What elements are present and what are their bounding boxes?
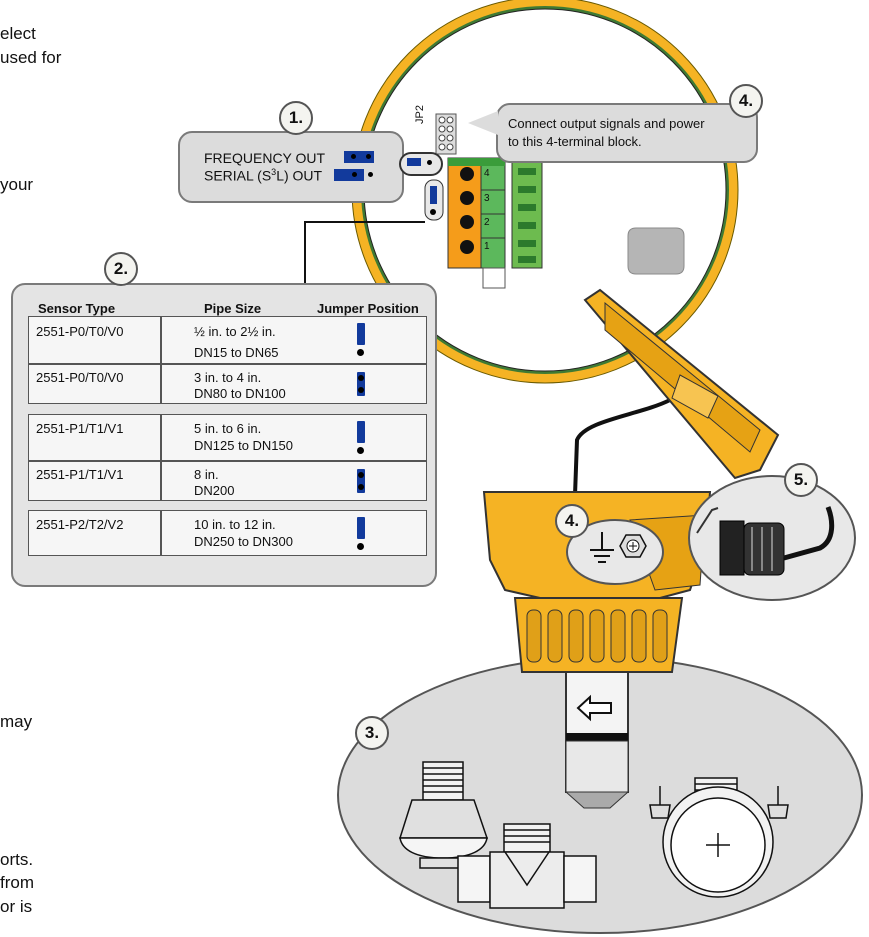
terminal-note-line2: to this 4-terminal block. [508,134,642,149]
terminal-note-line1: Connect output signals and power [508,116,705,131]
fitting-cone [398,761,489,869]
flow-arrow [576,694,612,722]
output-mode-callout [178,131,404,203]
sensor-type-cell: 2551-P2/T2/V2 [36,517,124,532]
sensor-type-cell: 2551-P0/T0/V0 [36,370,124,385]
pipe-size-dn-cell: DN80 to DN100 [194,386,286,401]
terminal-note-callout [496,103,758,163]
sensor-type-cell: 2551-P1/T1/V1 [36,421,124,436]
pipe-size-inches-cell: 8 in. [194,467,219,482]
jumper-position-icon [357,323,365,345]
callout-badge-4-top: 4. [729,84,763,118]
col-header-pipe-size: Pipe Size [204,301,262,316]
jumper-position-icon [357,517,365,539]
left-text-fragment: elect [0,24,36,43]
pipe-size-inches-cell: 5 in. to 6 in. [194,421,262,436]
jp2-label: JP2 [414,105,426,124]
cable-gland [719,520,745,576]
pipe-size-inches-cell: ½ in. to 2½ in. [194,324,276,339]
left-text-fragment: may [0,712,33,731]
cable-wire [783,506,835,561]
col-header-jumper-position: Jumper Position [317,301,419,316]
sensor-type-cell: 2551-P1/T1/V1 [36,467,124,482]
left-text-fragment: your [0,175,34,194]
jumper-position-icon [357,469,365,493]
sensor-type-cell: 2551-P0/T0/V0 [36,324,124,339]
terminal-board-green [480,157,506,269]
terminal-number: 1 [484,241,490,252]
pipe-size-inches-cell: 10 in. to 12 in. [194,517,276,532]
ground-symbol-icon [590,532,614,563]
fitting-clamp [649,777,789,898]
pipe-size-dn-cell: DN125 to DN150 [194,438,293,453]
pipe-size-dn-cell: DN200 [194,483,235,498]
terminal-number: 2 [484,217,490,228]
ground-screw-icon [619,534,647,558]
pipe-size-dn-cell: DN15 to DN65 [194,345,279,360]
left-text-fragment: from [0,873,34,892]
callout-badge-2: 2. [104,252,138,286]
terminal-plug [511,159,543,269]
signal-wire [573,398,671,496]
pipe-size-dn-cell: DN250 to DN300 [194,534,293,549]
left-text-fragment: used for [0,48,62,67]
callout1-connector [399,152,443,176]
face-plug [627,227,685,275]
jumper-position-icon [357,421,365,443]
jumper-position-icon [357,372,365,396]
frequency-out-label: FREQUENCY OUT [204,150,326,166]
callout-badge-1: 1. [279,101,313,135]
pipe-size-inches-cell: 3 in. to 4 in. [194,370,262,385]
terminal-number: 4 [484,168,490,179]
callout-badge-4-ground: 4. [555,504,589,538]
terminal-number: 3 [484,193,490,204]
col-header-sensor-type: Sensor Type [38,301,116,316]
table-row [28,461,427,501]
table-leader-line [304,221,425,283]
left-text-fragment: orts. [0,850,34,869]
serial-jumper-icon [334,169,364,181]
serial-out-label: SERIAL (S3L) OUT [204,167,323,184]
fitting-tee [457,823,597,909]
callout-badge-5: 5. [784,463,818,497]
left-text-fragment: or is [0,897,33,916]
callout-badge-3: 3. [355,716,389,750]
